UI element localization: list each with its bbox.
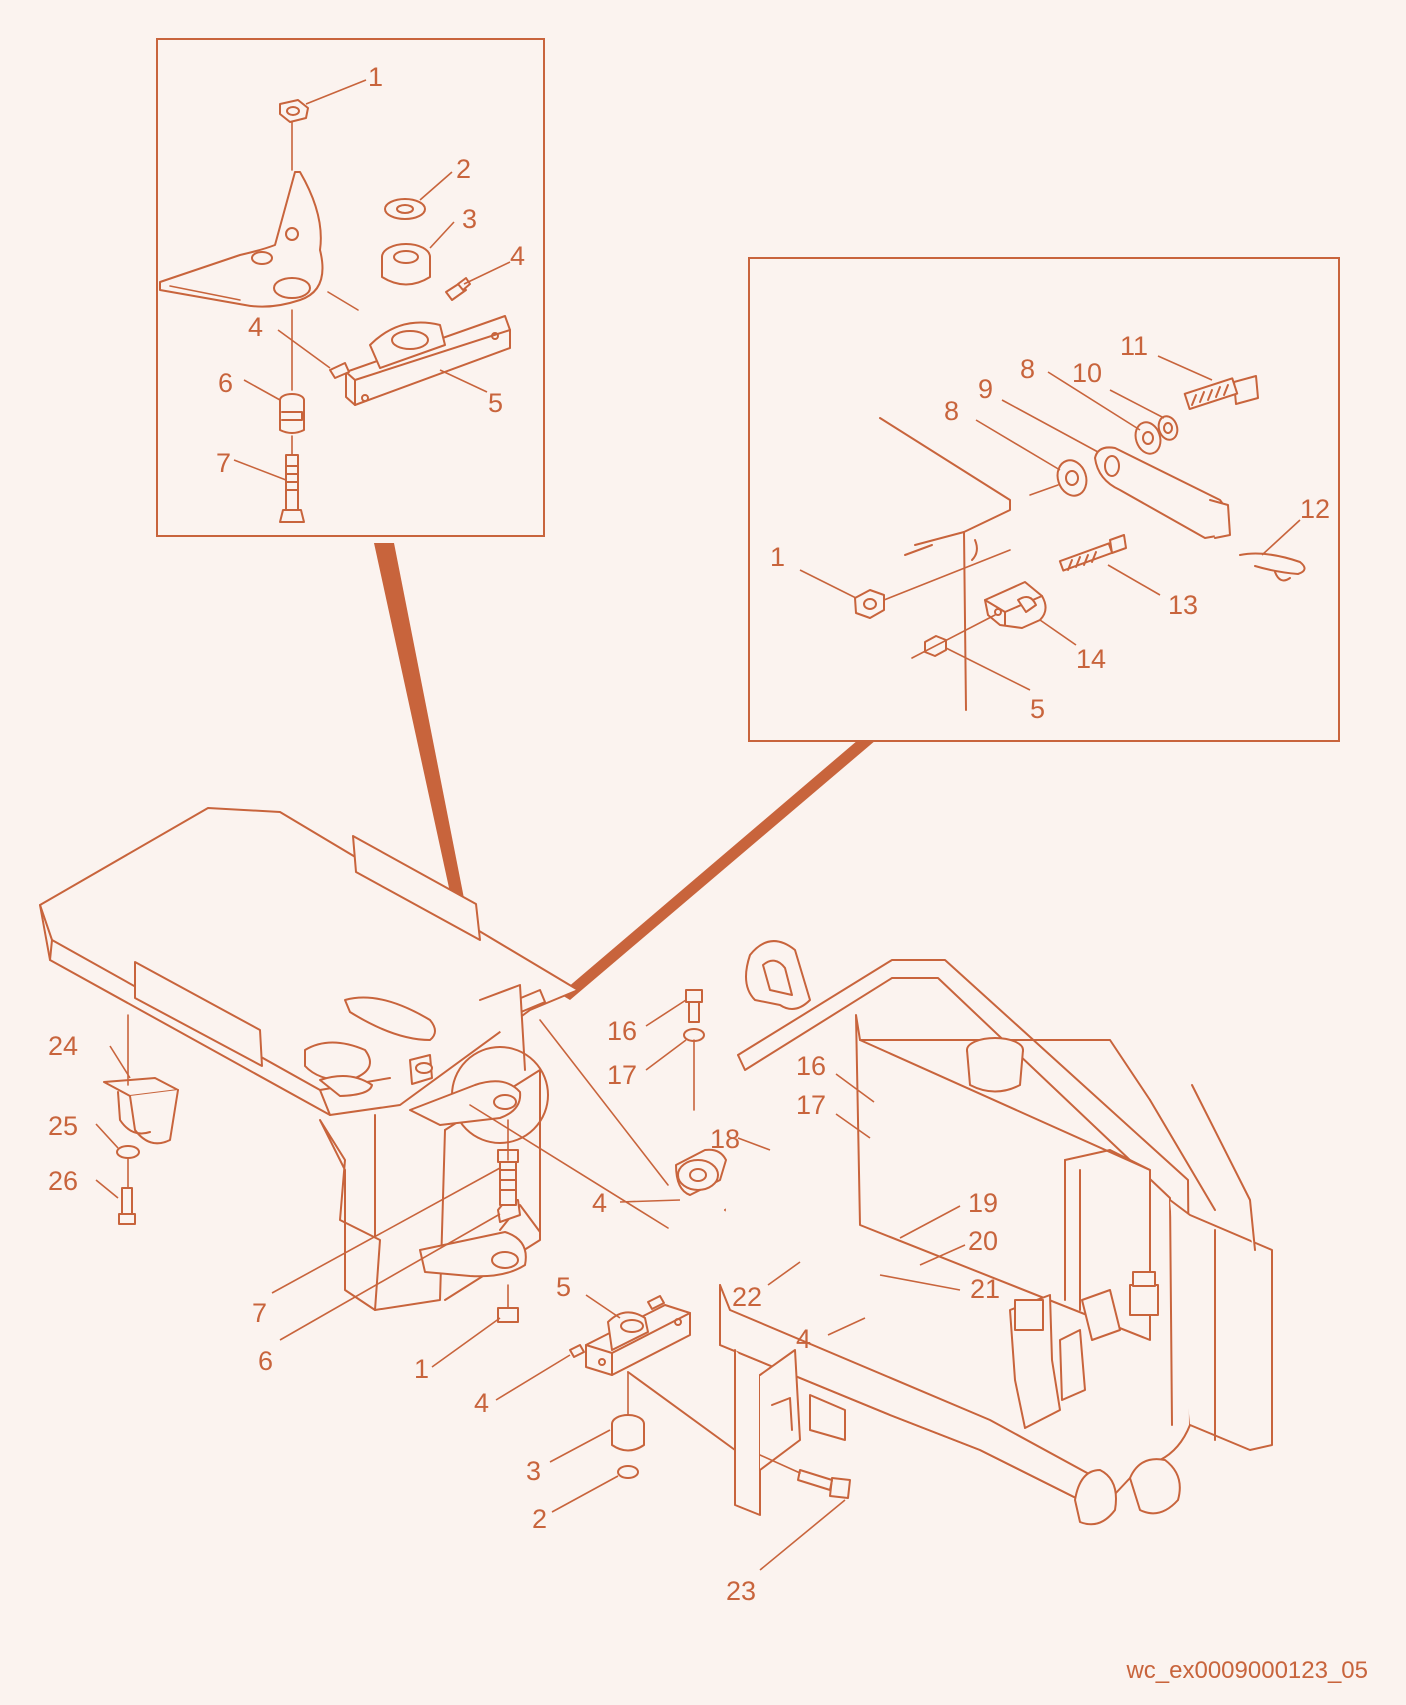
label-main-17-left: 17 — [607, 1060, 637, 1090]
bolt-23 — [759, 1454, 851, 1499]
frame-housing — [719, 940, 1273, 1526]
right-inset-detail: 11 8 10 9 8 12 1 13 14 5 — [748, 257, 1340, 742]
label-main-4-bracket: 4 — [474, 1388, 489, 1418]
assembly-line-b — [539, 1019, 669, 1186]
label-top-6: 6 — [218, 368, 233, 398]
label-main-20: 20 — [968, 1226, 998, 1256]
drawing-code: wc_ex0009000123_05 — [1126, 1657, 1368, 1684]
label-main-18: 18 — [710, 1124, 740, 1154]
label-main-4-rod: 4 — [796, 1324, 811, 1354]
label-right-14: 14 — [1076, 644, 1106, 674]
label-main-5: 5 — [556, 1272, 571, 1302]
label-main-26: 26 — [48, 1166, 78, 1196]
label-top-1: 1 — [368, 62, 383, 92]
deck-plate — [39, 807, 579, 1116]
pivot-arm — [409, 1054, 522, 1126]
label-main-6: 6 — [258, 1346, 273, 1376]
bolt-stack-left — [683, 989, 705, 1111]
label-main-16-right: 16 — [796, 1051, 826, 1081]
label-right-9: 9 — [978, 374, 993, 404]
label-main-24: 24 — [48, 1031, 78, 1061]
lower-slide-bracket — [569, 1295, 736, 1479]
label-main-19: 19 — [968, 1188, 998, 1218]
right-inset-frame — [748, 257, 1340, 742]
assembly-line-a — [469, 1104, 669, 1229]
label-main-1: 1 — [414, 1354, 429, 1384]
top-inset-detail: 1 2 3 4 4 5 6 7 — [156, 38, 545, 537]
label-right-13: 13 — [1168, 590, 1198, 620]
u-bracket-assembly — [103, 1014, 179, 1225]
label-main-25: 25 — [48, 1111, 78, 1141]
label-top-2: 2 — [456, 154, 471, 184]
label-right-12: 12 — [1300, 494, 1330, 524]
label-main-3: 3 — [526, 1456, 541, 1486]
label-main-4-cylinder: 4 — [592, 1188, 607, 1218]
label-right-11: 11 — [1120, 331, 1148, 361]
label-right-8-upper: 8 — [1020, 354, 1035, 384]
label-right-5: 5 — [1030, 694, 1045, 724]
main-assembly: 24 25 26 16 17 16 17 18 4 19 20 21 22 4 … — [39, 543, 1273, 1606]
label-main-7: 7 — [252, 1298, 267, 1328]
label-right-1: 1 — [770, 542, 785, 572]
label-top-5: 5 — [488, 388, 503, 418]
label-top-3: 3 — [462, 204, 477, 234]
label-main-23: 23 — [726, 1576, 756, 1606]
label-top-4-right: 4 — [510, 241, 525, 271]
callout-wedge-right — [560, 740, 876, 1000]
label-right-10: 10 — [1072, 358, 1102, 388]
lower-pivot-arm — [419, 1119, 541, 1323]
label-right-8-lower: 8 — [944, 396, 959, 426]
label-main-22: 22 — [732, 1282, 762, 1312]
label-top-7: 7 — [216, 448, 231, 478]
label-main-2: 2 — [532, 1504, 547, 1534]
label-top-4-left: 4 — [248, 312, 263, 342]
label-main-21: 21 — [970, 1274, 1000, 1304]
label-main-17-right: 17 — [796, 1090, 826, 1120]
label-main-16-left: 16 — [607, 1016, 637, 1046]
